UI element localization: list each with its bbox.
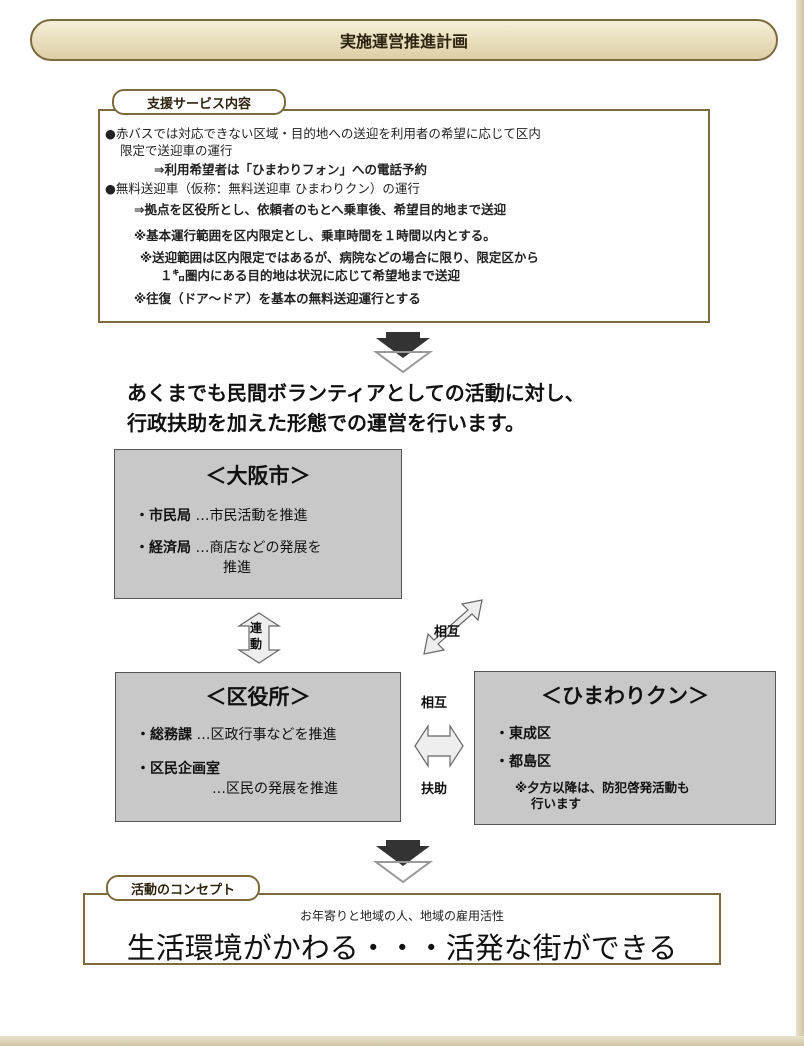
osaka-item-2-name: ・経済局 [135,540,191,556]
ward-office-item-1-name: ・総務課 [136,727,192,743]
himawari-note-2: 行います [531,796,582,811]
page-title-text: 実施運営推進計画 [339,32,468,51]
support-line-5: ⇒拠点を区役所とし、依頼者のもとへ乗車後、希望目的地まで送迎 [134,202,507,217]
himawari-note-1: ※夕方以降は、防犯啓発活動も [515,780,690,795]
support-line-9: ※往復（ドア～ドア）を基本の無料送迎運行とする [134,291,421,306]
concept-subtitle: お年寄りと地域の人、地域の雇用活性 [299,909,504,923]
ward-office-item-1: ・総務課 …区政行事などを推進 [136,725,336,745]
support-line-3: ⇒利用希望者は「ひまわりフォン」への電話予約 [154,162,427,177]
headline-line-1: あくまでも民間ボランティアとしての活動に対し、 [127,381,585,405]
vertical-two-way-arrow-icon [236,612,282,664]
support-line-6: ※基本運行範囲を区内限定とし、乗車時間を１時間以内とする。 [134,228,496,243]
support-line-8: １㌔圏内にある目的地は状況に応じて希望地まで送迎 [160,268,461,283]
osaka-item-1-name: ・市民局 [135,508,191,524]
headline-line-2: 行政扶助を加えた形態での運営を行います。 [127,411,525,435]
concept-box: お年寄りと地域の人、地域の雇用活性 生活環境がかわる・・・活発な街ができる [83,893,721,965]
ward-office-box: ＜区役所＞ ・総務課 …区政行事などを推進 ・区民企画室 …区民の発展を推進 [115,672,401,822]
support-services-box [98,109,710,323]
osaka-city-title: ＜大阪市＞ [205,464,311,488]
support-line-2: 限定で送迎車の運行 [120,143,233,158]
page-frame-bottom [0,1036,804,1046]
himawari-kun-box: ＜ひまわりクン＞ ・東成区 ・都島区 ※夕方以降は、防犯啓発活動も 行います [474,671,776,825]
osaka-item-2-desc-cont: 推進 [223,560,251,576]
ward-office-item-2: ・区民企画室 [136,759,220,779]
osaka-item-2-desc: …商店などの発展を [195,540,322,556]
concept-main-text: 生活環境がかわる・・・活発な街ができる [126,931,678,965]
diagonal-two-way-arrow-icon [423,599,483,655]
rendo-label-1: 連 [250,621,263,635]
himawari-item-1: ・東成区 [495,726,551,742]
support-line-1: ●赤バスでは対応できない区域・目的地への送迎を利用者の希望に応じて区内 [105,126,541,141]
page-frame-right [796,0,804,1046]
sogo-diagonal-label: 相互 [434,625,461,640]
ward-office-item-1-desc: …区政行事などを推進 [196,727,337,743]
osaka-item-2: ・経済局 …商店などの発展を [135,538,321,558]
headline: あくまでも民間ボランティアとしての活動に対し、 行政扶助を加えた形態での運営を行… [127,378,585,438]
support-line-4: ●無料送迎車（仮称：無料送迎車 ひまわりクン）の運行 [105,181,420,196]
fujo-bottom-label: 扶助 [421,782,448,797]
support-line-7: ※送迎範囲は区内限定ではあるが、病院などの場合に限り、限定区から [140,250,539,265]
ward-office-item-2-name: ・区民企画室 [136,761,220,777]
support-services-tab: 支援サービス内容 [112,89,286,115]
horizontal-two-way-arrow-icon [414,723,464,769]
himawari-item-2: ・都島区 [495,754,551,770]
ward-office-title: ＜区役所＞ [205,685,311,709]
osaka-item-1-desc: …市民活動を推進 [195,508,308,524]
ward-office-item-2-desc: …区民の発展を推進 [212,781,338,797]
down-arrow-icon-2 [372,840,434,884]
down-arrow-icon [372,332,434,374]
osaka-city-box: ＜大阪市＞ ・市民局 …市民活動を推進 ・経済局 …商店などの発展を 推進 [114,449,402,599]
sogo-top-label: 相互 [421,696,448,711]
rendo-label-2: 動 [250,637,263,651]
support-services-tab-label: 支援サービス内容 [146,96,251,112]
concept-tab-label: 活動のコンセプト [130,882,235,898]
page-title: 実施運営推進計画 [30,19,778,61]
concept-tab: 活動のコンセプト [106,875,260,901]
osaka-item-1: ・市民局 …市民活動を推進 [135,506,307,526]
himawari-kun-title: ＜ひまわりクン＞ [541,684,709,708]
